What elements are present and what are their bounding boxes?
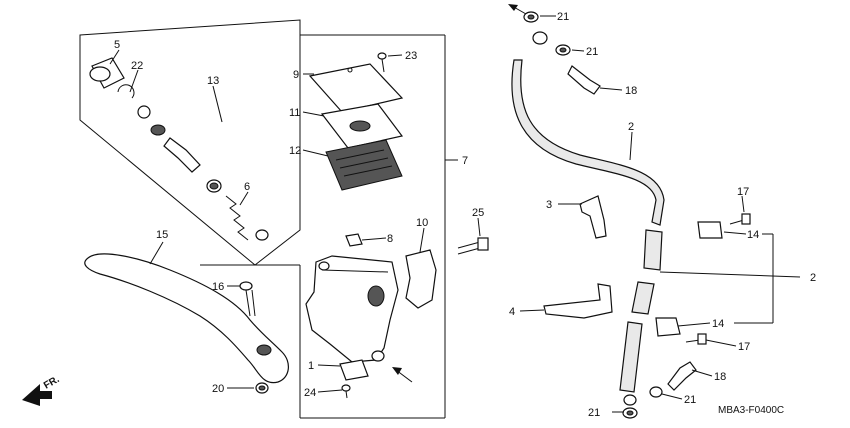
label-25: 25 [472, 207, 484, 219]
label-1: 1 [308, 360, 314, 372]
nut-part [255, 382, 269, 394]
clamp-lower-part [655, 317, 681, 337]
label-17-upper: 17 [737, 186, 749, 198]
screw-part [377, 52, 387, 73]
bracket-4-part [543, 283, 613, 319]
label-17-lower: 17 [738, 341, 750, 353]
label-21-lower-left: 21 [588, 407, 600, 419]
label-6: 6 [244, 181, 250, 193]
bracket-3-part [579, 195, 607, 239]
label-2-lower: 2 [810, 272, 816, 284]
circlip-part [117, 84, 151, 119]
bolt-17-lower-part [685, 333, 707, 345]
diaphragm-part [325, 139, 403, 191]
internals-panel [79, 19, 446, 419]
label-15: 15 [156, 229, 168, 241]
bottom-washers-part [622, 407, 638, 419]
leader-lines [109, 15, 801, 413]
holder-part [405, 249, 437, 309]
label-8: 8 [387, 233, 393, 245]
clamp-upper-part [697, 221, 723, 239]
reservoir-cover-part [308, 63, 404, 113]
label-20: 20 [212, 383, 224, 395]
label-10: 10 [416, 217, 428, 229]
label-3: 3 [546, 199, 552, 211]
label-22: 22 [131, 60, 143, 72]
master-cylinder-body-part [305, 255, 399, 363]
banjo-bolt-lower-part [649, 361, 697, 398]
spring-part [225, 195, 269, 241]
label-12: 12 [289, 145, 301, 157]
fr-label: FR. [42, 374, 62, 392]
piston-set-part [150, 124, 222, 193]
label-21-upper: 21 [586, 46, 598, 58]
fr-arrow-icon [22, 384, 52, 406]
pivot-bolt-part [239, 281, 256, 317]
diagram-code: MBA3-F0400C [718, 405, 784, 416]
clip-part [345, 233, 363, 247]
label-5: 5 [114, 39, 120, 51]
cap-plate-part [320, 103, 404, 149]
label-4: 4 [509, 306, 515, 318]
label-18-lower: 18 [714, 371, 726, 383]
label-7: 7 [462, 155, 468, 167]
pointer-arrow-icon [508, 4, 527, 15]
label-11: 11 [289, 107, 300, 119]
label-21-lower-right: 21 [684, 394, 696, 406]
brake-lever-part [84, 253, 289, 384]
holder-bolt-part [457, 237, 489, 255]
label-23: 23 [405, 50, 417, 62]
top-washers-part [523, 11, 601, 95]
label-14-lower: 14 [712, 318, 724, 330]
label-24: 24 [304, 387, 316, 399]
label-18-upper: 18 [625, 85, 637, 97]
label-16: 16 [212, 281, 224, 293]
label-21-top: 21 [557, 11, 569, 23]
part-labels: 5 22 13 6 15 16 20 23 9 11 12 7 10 8 25 … [42, 11, 816, 419]
brake-hose-part [511, 31, 665, 406]
label-2-upper: 2 [628, 121, 634, 133]
label-14-upper: 14 [747, 229, 759, 241]
label-9: 9 [293, 69, 299, 81]
label-13: 13 [207, 75, 219, 87]
pointer-arrow-icon [392, 367, 413, 383]
piston-boot-part [89, 57, 125, 89]
switch-screw-part [341, 384, 351, 399]
bolt-17-upper-part [729, 213, 751, 225]
switch-part [339, 359, 369, 381]
